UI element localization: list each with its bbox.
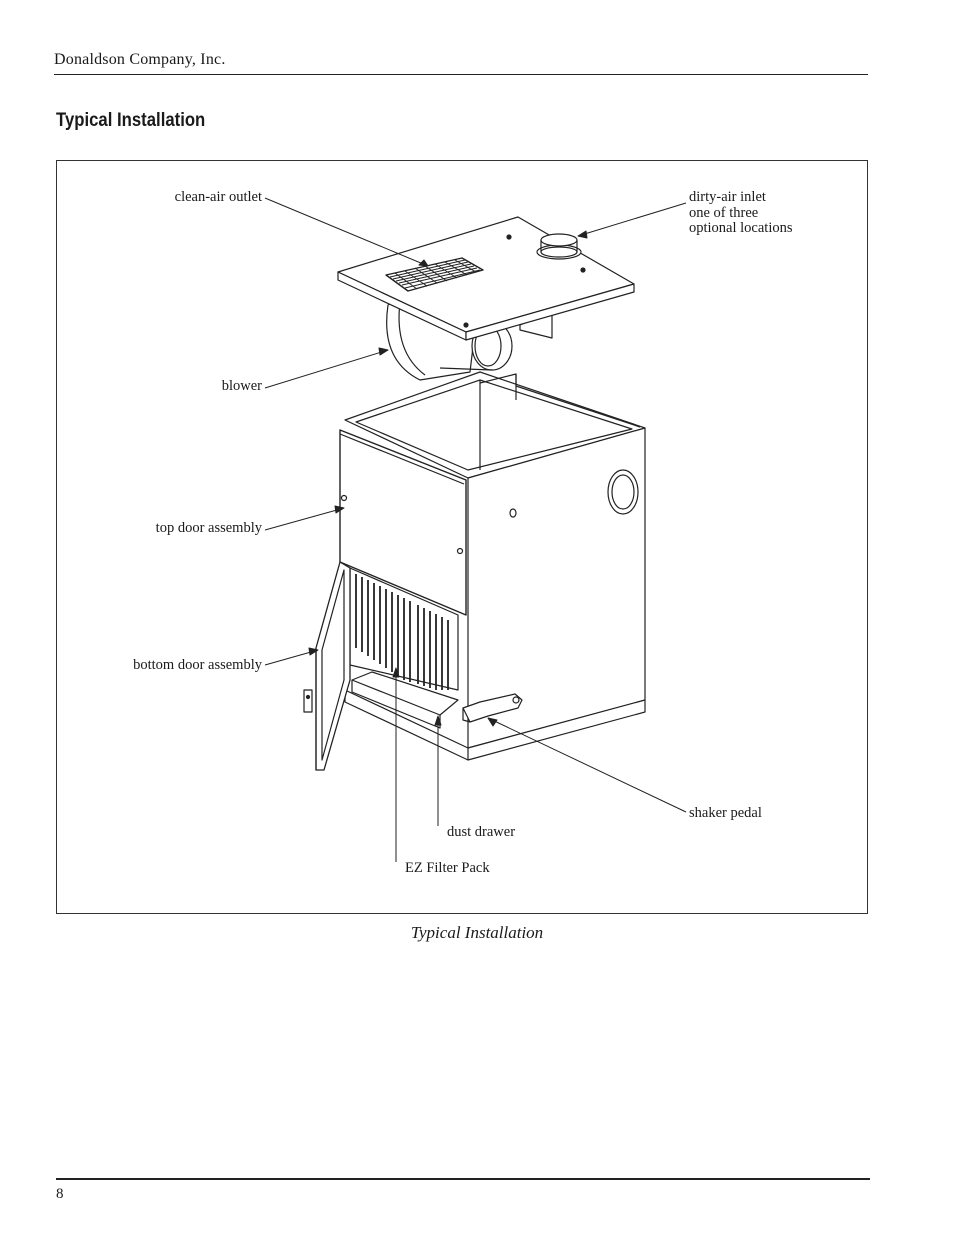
lid-assembly: [337, 216, 635, 381]
shaker-pedal: [462, 693, 523, 723]
footer-rule: [56, 1178, 870, 1180]
label-ez-filter-pack: EZ Filter Pack: [405, 860, 490, 876]
label-blower: blower: [221, 378, 262, 394]
figure-frame: [56, 160, 868, 914]
page-number: 8: [56, 1186, 64, 1202]
top-door: [339, 429, 467, 616]
label-top-door-assembly: top door assembly: [155, 520, 262, 536]
cabinet: [344, 371, 646, 761]
section-title: Typical Installation: [56, 110, 206, 131]
label-dirty-air-inlet-line-2: one of three: [689, 205, 759, 221]
running-header: Donaldson Company, Inc.: [54, 51, 226, 68]
label-bottom-door-assembly: bottom door assembly: [133, 657, 262, 673]
label-shaker-pedal: shaker pedal: [689, 805, 762, 821]
label-dirty-air-inlet-line-3: optional locations: [689, 220, 793, 236]
label-clean-air-outlet: clean-air outlet: [174, 189, 262, 205]
leader-lines: [264, 197, 687, 862]
filter-pack: [349, 567, 459, 729]
label-dirty-air-inlet: dirty-air inlet: [689, 189, 766, 205]
figure-caption: Typical Installation: [410, 923, 544, 942]
bottom-door: [303, 561, 351, 771]
label-dust-drawer: dust drawer: [447, 824, 516, 840]
header-rule: [54, 74, 868, 75]
